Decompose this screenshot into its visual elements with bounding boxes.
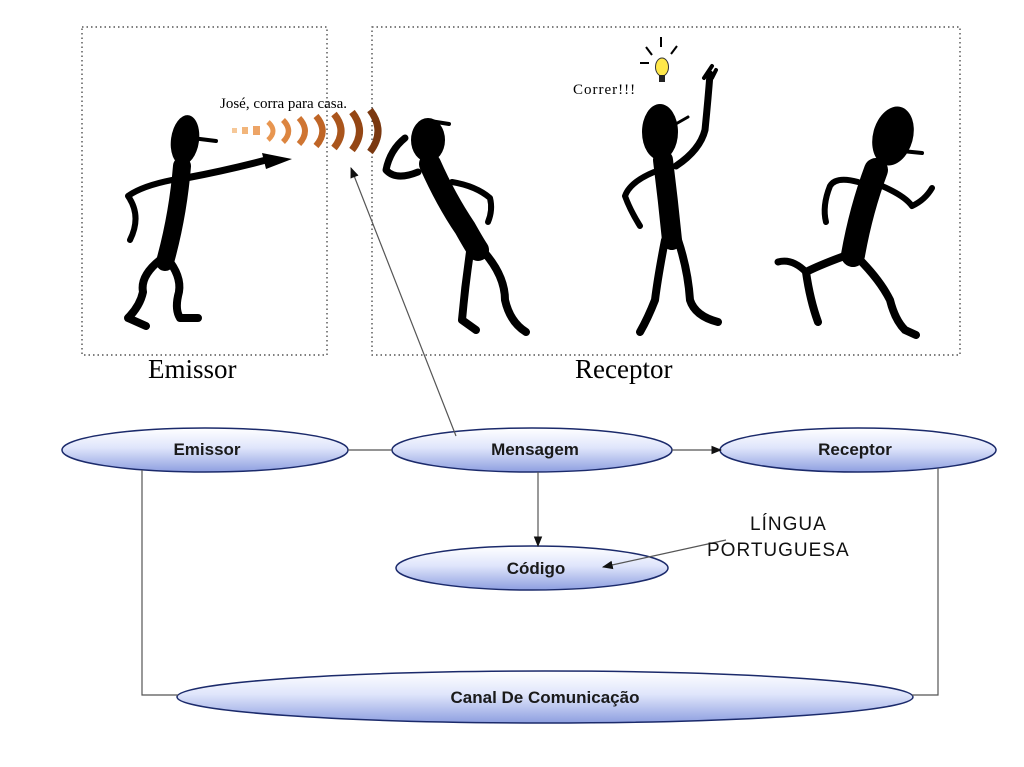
sound-wave bbox=[280, 118, 292, 144]
sound-wave bbox=[331, 111, 345, 151]
arrow-lingua-to-codigo bbox=[601, 539, 727, 570]
sound-wave bbox=[266, 120, 276, 142]
sound-wave-dot bbox=[253, 126, 260, 135]
annotation-line-1: LÍNGUA bbox=[750, 514, 827, 535]
running-stick-figure bbox=[774, 106, 935, 339]
annotation-line-2: PORTUGUESA bbox=[707, 540, 850, 561]
node-emissor-label: Emissor bbox=[173, 440, 240, 459]
listening-stick-figure bbox=[382, 118, 530, 336]
receptor-caption: Receptor bbox=[575, 354, 672, 384]
emissor-frame bbox=[81, 26, 328, 356]
lightbulb-icon bbox=[640, 37, 678, 82]
sound-wave bbox=[296, 115, 308, 147]
idea-stick-figure bbox=[622, 64, 722, 336]
arrow-mensagem-to-speech bbox=[350, 166, 457, 437]
node-codigo bbox=[395, 545, 669, 591]
speech-text: José, corra para casa. bbox=[220, 96, 347, 112]
sound-wave bbox=[313, 113, 326, 149]
sound-wave bbox=[349, 109, 363, 153]
node-canal-label: Canal De Comunicação bbox=[451, 688, 640, 707]
node-codigo-label: Código bbox=[507, 559, 566, 578]
sound-waves bbox=[232, 107, 382, 155]
node-canal bbox=[176, 670, 914, 724]
sound-wave bbox=[367, 107, 382, 155]
node-receptor-label: Receptor bbox=[818, 440, 892, 459]
sound-wave-dot bbox=[242, 127, 248, 134]
receptor-frame bbox=[371, 26, 961, 356]
connector-emissor-canal bbox=[141, 470, 178, 696]
connector-receptor-canal bbox=[912, 468, 939, 696]
emissor-stick-figure bbox=[124, 115, 292, 330]
thought-text: Correr!!! bbox=[573, 82, 636, 98]
node-mensagem-label: Mensagem bbox=[491, 440, 579, 459]
emissor-caption: Emissor bbox=[148, 354, 237, 384]
sound-wave-dot bbox=[232, 128, 237, 133]
